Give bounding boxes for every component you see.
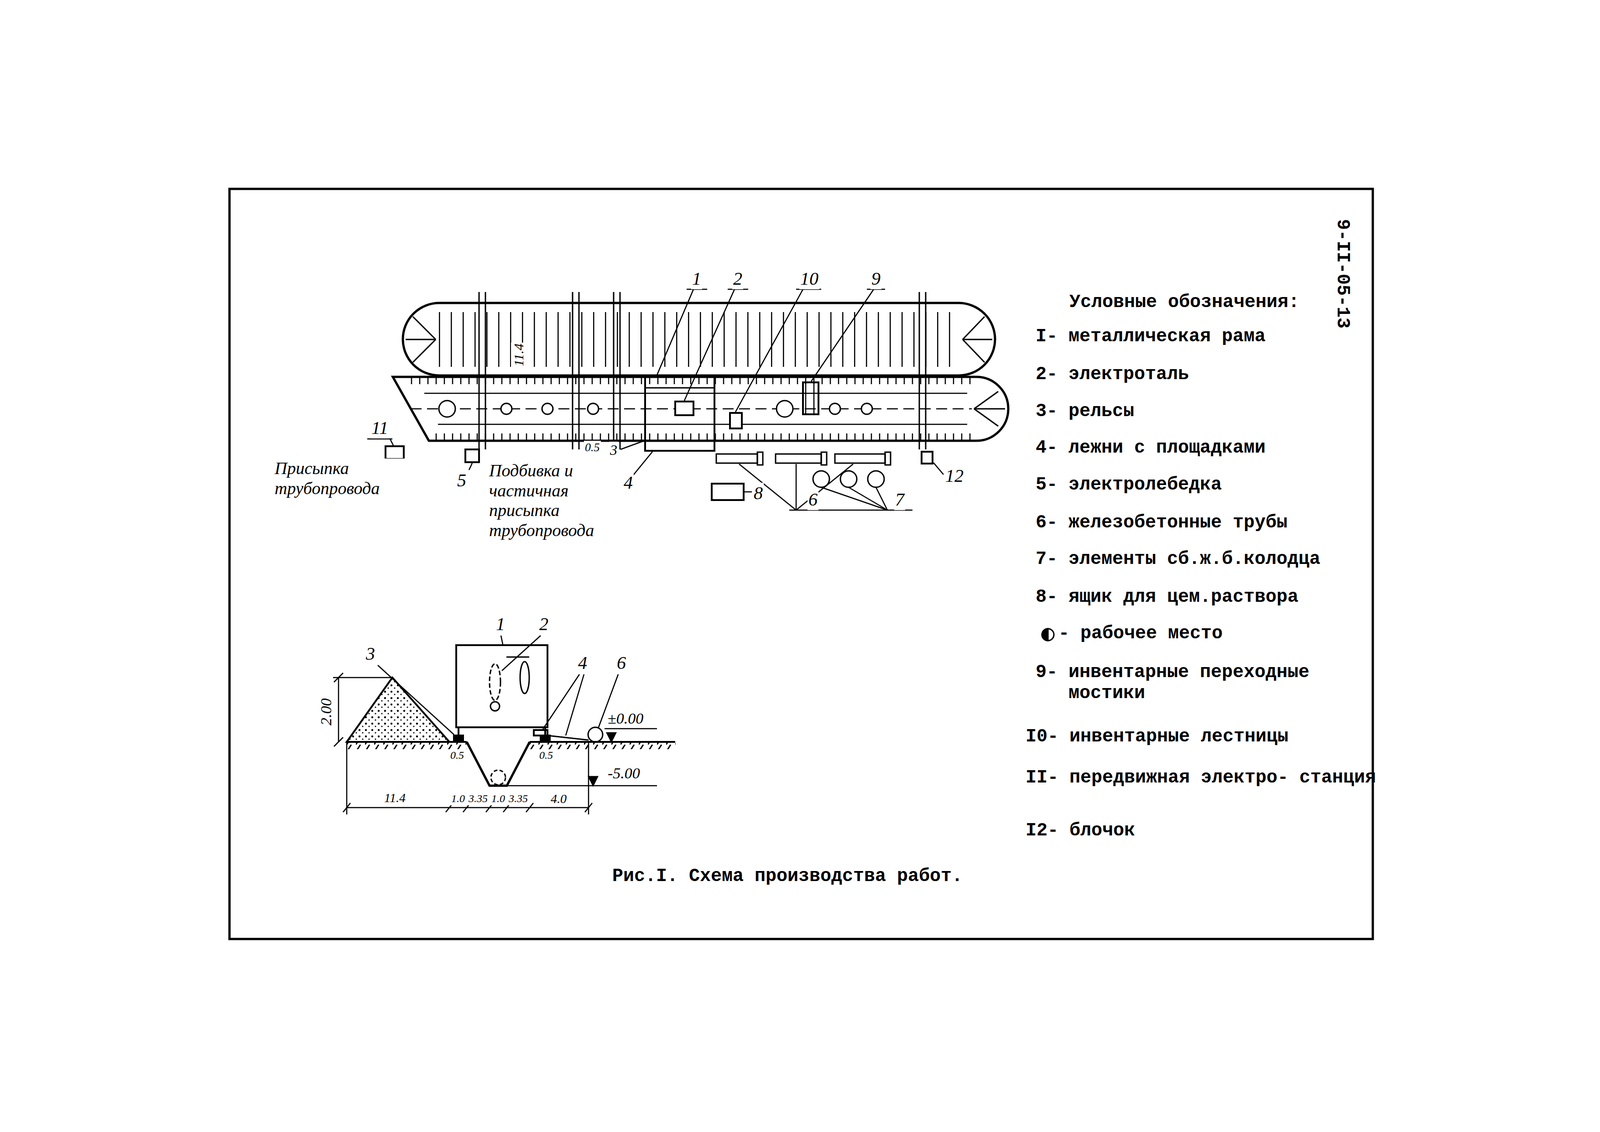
- dimension-label: 1.0: [490, 792, 506, 806]
- spoil-end-fans: [405, 316, 993, 363]
- callout-number: 11: [370, 417, 390, 439]
- pulley: [921, 451, 933, 464]
- legend-symbol: [1042, 628, 1054, 641]
- legend-entry: I0- инвентарные лестницы: [1025, 726, 1345, 748]
- sleeper-platform: [547, 735, 589, 741]
- winch: [465, 449, 480, 463]
- bridge: [802, 382, 819, 415]
- dimension-label: 11.4: [510, 342, 527, 368]
- rail: [540, 735, 550, 742]
- dimension-label: 4.0: [549, 791, 568, 807]
- figure-caption: Рис.I. Схема производства работ.: [612, 865, 963, 887]
- dimension-label: -5.00: [606, 764, 642, 782]
- work-place-symbol: [1042, 628, 1048, 641]
- legend-entry: 6- железобетонные трубы: [1035, 512, 1356, 534]
- mortar-box: [711, 483, 744, 501]
- sheet: [229, 188, 1373, 939]
- dimension-lines: [333, 672, 657, 815]
- dimension-label: 1.0: [450, 792, 466, 806]
- metal-frame: [645, 375, 715, 441]
- work-note: Присыпка трубопровода: [273, 458, 427, 499]
- legend-heading: Условные обозначения:: [1069, 291, 1300, 313]
- hoist-chain: [520, 661, 530, 694]
- legend-entry: 4- лежни с площадками: [1035, 437, 1356, 459]
- sheet-code: 9-II-05-13: [1331, 218, 1353, 329]
- legend-entry: 2- электроталь: [1035, 364, 1356, 386]
- legend-entry: 5- электролебедка: [1035, 474, 1356, 496]
- pipe-line: [424, 392, 968, 395]
- frame-leg: [544, 727, 547, 736]
- ground-line: [529, 740, 676, 743]
- callout-number: 4: [622, 472, 634, 494]
- legend-entry: 7- элементы сб.ж.б.колодца: [1035, 548, 1356, 570]
- ground-hatch: [529, 742, 676, 750]
- legend-entry: I- металлическая рама: [1035, 326, 1356, 348]
- callout-number: 3: [609, 441, 619, 459]
- legend-entry: II- передвижная электро- станция: [1025, 767, 1389, 789]
- dimension-label: 3.35: [507, 792, 529, 806]
- dimension-label: ±0.00: [606, 709, 645, 728]
- legend-entry: 9- инвентарные переходные мостики: [1035, 661, 1388, 704]
- power-station: [385, 446, 404, 459]
- callout-number: 1: [691, 268, 703, 290]
- spoil-heap: [346, 677, 450, 742]
- rail: [453, 735, 464, 742]
- cross-section: [333, 635, 676, 815]
- hoist-chain: [489, 663, 501, 701]
- concrete-pipe: [588, 727, 603, 742]
- dimension-label: 11.4: [383, 790, 407, 806]
- spoil-strip: [402, 302, 996, 376]
- dimension-label: 0.5: [538, 749, 554, 762]
- callout-number: 7: [894, 489, 906, 511]
- hoist: [675, 401, 694, 416]
- plan-view: [367, 289, 1009, 511]
- callout-number: 12: [944, 465, 965, 487]
- trench-end-fan: [974, 391, 1006, 427]
- callout-number: 2: [732, 268, 744, 290]
- rail-crossings: [479, 291, 926, 450]
- work-note: Подбивка и частичная присыпка трубопрово…: [488, 460, 618, 541]
- spoil-hatch: [437, 312, 961, 367]
- leader-lines: [367, 289, 944, 511]
- dimension-label: 0.5: [583, 440, 601, 455]
- metal-frame-section: [456, 645, 548, 728]
- pipe-line: [437, 423, 968, 426]
- callout-number: 10: [799, 268, 820, 290]
- work-place-symbol: [1042, 628, 1054, 641]
- callout-number: 3: [364, 643, 376, 665]
- callout-number: 2: [538, 613, 550, 635]
- callout-number: 8: [752, 482, 764, 504]
- trench-edge-ticks: [433, 433, 977, 440]
- legend-entry: 3- рельсы: [1035, 401, 1356, 423]
- well-elements: [813, 470, 885, 488]
- dimension-label: 3.35: [467, 792, 489, 806]
- sheet-frame: [229, 188, 1373, 939]
- legend-entry: - рабочее место: [1058, 623, 1378, 645]
- frame-beam: [645, 387, 715, 389]
- dimension-label: 2.00: [317, 697, 335, 727]
- dimension-label: 0.5: [449, 749, 465, 762]
- concrete-pipes: [716, 452, 891, 465]
- callout-number: 5: [456, 469, 468, 491]
- frame-leg: [457, 727, 460, 736]
- callout-number: 6: [615, 652, 627, 674]
- leader-lines: [377, 635, 619, 736]
- hoist-hook: [490, 701, 500, 711]
- legend-entry: I2- блочок: [1025, 820, 1345, 842]
- ladder: [729, 412, 742, 429]
- trench-section: [466, 741, 530, 786]
- callout-number: 6: [807, 489, 819, 511]
- pipe-section: [490, 770, 506, 785]
- sleeper-platform: [533, 729, 548, 736]
- callout-number: 9: [870, 268, 882, 290]
- callout-number: 4: [577, 652, 589, 674]
- sleepers-platforms: [645, 440, 715, 451]
- ground-hatch: [346, 742, 467, 750]
- legend-entry: 8- ящик для цем.раствора: [1035, 586, 1356, 608]
- callout-number: 1: [495, 613, 506, 635]
